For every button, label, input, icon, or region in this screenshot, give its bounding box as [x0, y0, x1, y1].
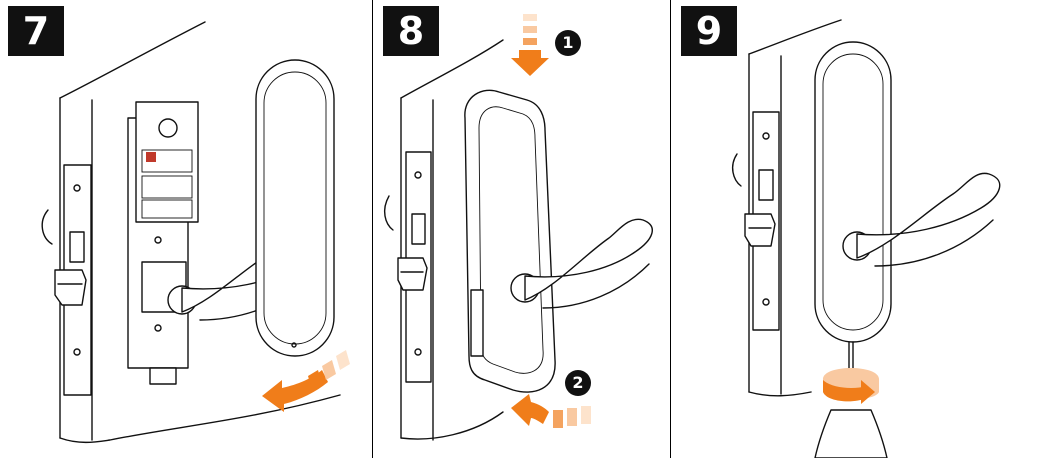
- red-connector: [146, 152, 156, 162]
- arrow-tail-segment: [308, 370, 322, 390]
- panel-divider: [372, 0, 373, 458]
- arrow-tail-segment: [523, 14, 537, 21]
- body-screw: [154, 236, 162, 244]
- door-top-edge: [748, 19, 842, 55]
- arrow-tail-segment: [322, 360, 336, 380]
- latch-bolt: [744, 213, 776, 247]
- marker-2: 2: [565, 370, 591, 396]
- spindle-stub: [731, 153, 742, 187]
- step-7-illustration: [41, 21, 350, 444]
- bottom-bracket: [149, 367, 177, 385]
- arrow-tail-segment: [553, 410, 563, 428]
- arrow-tail-segment: [567, 408, 577, 426]
- plate-screw: [762, 298, 770, 306]
- lever-underside: [542, 263, 650, 309]
- latch-bolt: [54, 269, 87, 306]
- arrow-tail-segment: [336, 350, 350, 370]
- arrow-tail-segment: [523, 26, 537, 33]
- plate-screw: [73, 184, 81, 192]
- panel-divider: [670, 0, 671, 458]
- step-number-badge: 8: [383, 6, 439, 56]
- arrow-tail-segment: [581, 406, 591, 424]
- latch-bolt: [397, 257, 428, 291]
- orange-arrow: [511, 50, 549, 76]
- module-block: [141, 149, 193, 173]
- orange-arrow: [823, 380, 867, 402]
- latch-slot: [411, 213, 426, 245]
- electronics-module: [135, 101, 199, 223]
- plate-screw: [414, 171, 422, 179]
- lock-body-edge: [470, 289, 484, 357]
- lock-cylinder: [158, 118, 178, 138]
- cover-plate: [255, 59, 335, 357]
- spindle-stub: [41, 209, 53, 245]
- lever-handle: [856, 172, 1001, 259]
- cover-plate-inner: [478, 106, 544, 374]
- step-9-illustration: [731, 19, 1001, 458]
- marker-1: 1: [555, 30, 581, 56]
- step-7-panel: 7: [0, 0, 372, 458]
- step-9-panel: 9: [671, 0, 1041, 458]
- plate-screw: [73, 348, 81, 356]
- orange-arrow: [511, 394, 549, 426]
- door-bottom-edge: [400, 411, 504, 440]
- step-number-badge: 7: [8, 6, 64, 56]
- cover-screw-hole: [291, 342, 297, 348]
- module-block: [141, 175, 193, 199]
- lever-handle: [524, 218, 653, 301]
- arrow-tail-segment: [523, 38, 537, 45]
- body-screw: [154, 324, 162, 332]
- module-block: [141, 199, 193, 219]
- step-number-badge: 9: [681, 6, 737, 56]
- spindle-stub: [383, 195, 394, 231]
- cover-plate: [814, 41, 892, 343]
- latch-slot: [69, 231, 85, 263]
- screwdriver-handle: [814, 409, 888, 458]
- door-top-edge: [400, 39, 504, 99]
- cover-plate: [464, 89, 556, 393]
- door-bottom-edge: [748, 391, 812, 397]
- lever-underside: [874, 219, 994, 267]
- latch-slot: [758, 169, 774, 201]
- step-8-illustration: [383, 14, 653, 441]
- orange-arrow-head: [861, 380, 875, 404]
- plate-screw: [414, 348, 422, 356]
- plate-screw: [762, 132, 770, 140]
- door-bottom-edge: [59, 394, 341, 444]
- door-top-edge: [59, 21, 206, 99]
- step-8-panel: 8 1 2: [373, 0, 670, 458]
- cover-plate-inner: [822, 53, 884, 331]
